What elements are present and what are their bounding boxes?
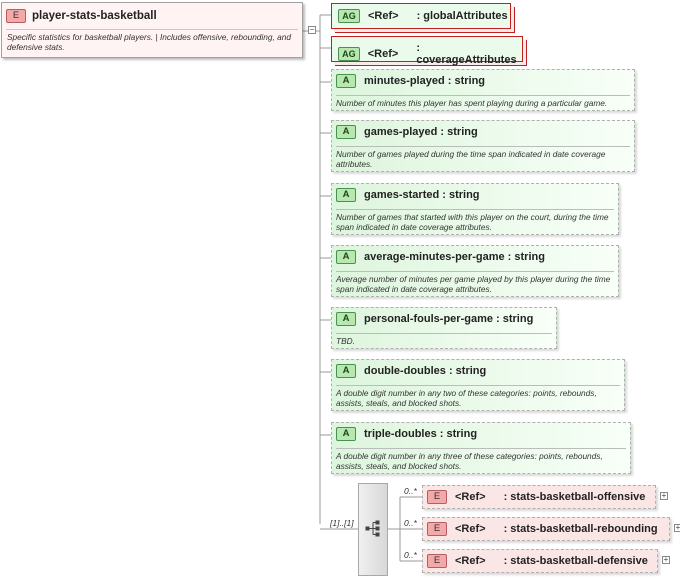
attribute-name: minutes-played : string (364, 75, 486, 87)
attribute-icon: A (336, 312, 356, 326)
attribute-group-name: : globalAttributes (416, 10, 508, 22)
element-stats-basketball-rebounding[interactable]: E <Ref> : stats-basketball-rebounding + (422, 517, 680, 541)
attribute-description: Number of games played during the time s… (336, 149, 606, 169)
root-element-description: Specific statistics for basketball playe… (7, 32, 291, 52)
divider (336, 333, 552, 334)
element-icon: E (6, 9, 26, 23)
attribute-icon: A (336, 364, 356, 378)
element-name: : stats-basketball-offensive (503, 491, 646, 503)
attribute-average-minutes-per-game[interactable]: A average-minutes-per-game : string Aver… (331, 245, 619, 297)
attribute-icon: A (336, 125, 356, 139)
root-element-name: player-stats-basketball (32, 10, 157, 22)
attribute-icon: A (336, 250, 356, 264)
attribute-icon: A (336, 427, 356, 441)
divider (336, 448, 626, 449)
attribute-name: average-minutes-per-game : string (364, 251, 545, 263)
ref-label: <Ref> (455, 491, 486, 503)
expand-toggle-icon[interactable]: + (674, 523, 680, 532)
attribute-name: triple-doubles : string (364, 428, 478, 440)
element-stats-basketball-defensive[interactable]: E <Ref> : stats-basketball-defensive + (422, 549, 670, 573)
attribute-group-coverage-attributes[interactable]: AG <Ref> : coverageAttributes (331, 36, 523, 66)
attribute-personal-fouls-per-game[interactable]: A personal-fouls-per-game : string TBD. (331, 307, 557, 349)
element-multiplicity: 0..* (404, 518, 417, 528)
divider (336, 95, 630, 96)
attribute-name: personal-fouls-per-game : string (364, 313, 534, 325)
divider (336, 209, 614, 210)
attribute-games-played[interactable]: A games-played : string Number of games … (331, 120, 635, 172)
sequence-multiplicity: [1]..[1] (330, 518, 354, 528)
attribute-name: double-doubles : string (364, 365, 487, 377)
divider (336, 146, 630, 147)
element-icon: E (427, 554, 447, 568)
element-stats-basketball-offensive[interactable]: E <Ref> : stats-basketball-offensive + (422, 485, 668, 509)
attribute-description: Number of minutes this player has spent … (336, 98, 608, 108)
attribute-group-name: : coverageAttributes (416, 42, 517, 66)
attribute-icon: A (336, 188, 356, 202)
divider (6, 29, 298, 30)
element-icon: E (427, 490, 447, 504)
attribute-group-global-attributes[interactable]: AG <Ref> : globalAttributes (331, 3, 511, 29)
expand-toggle-icon[interactable]: + (662, 555, 670, 564)
divider (336, 385, 620, 386)
element-icon: E (427, 522, 447, 536)
sequence-compositor[interactable] (358, 483, 388, 576)
element-multiplicity: 0..* (404, 486, 417, 496)
attribute-minutes-played[interactable]: A minutes-played : string Number of minu… (331, 69, 635, 111)
attribute-name: games-started : string (364, 189, 480, 201)
attribute-double-doubles[interactable]: A double-doubles : string A double digit… (331, 359, 625, 411)
ref-label: <Ref> (368, 10, 399, 22)
attribute-triple-doubles[interactable]: A triple-doubles : string A double digit… (331, 422, 631, 474)
attribute-description: Average number of minutes per game playe… (336, 274, 611, 294)
root-element-node[interactable]: E player-stats-basketball Specific stati… (1, 2, 316, 58)
attribute-description: A double digit number in any three of th… (336, 451, 603, 471)
sequence-icon (365, 520, 380, 537)
attribute-group-icon: AG (338, 9, 360, 23)
element-multiplicity: 0..* (404, 550, 417, 560)
ref-label: <Ref> (455, 555, 486, 567)
element-name: : stats-basketball-defensive (503, 555, 648, 567)
attribute-games-started[interactable]: A games-started : string Number of games… (331, 183, 619, 235)
divider (336, 271, 614, 272)
attribute-description: A double digit number in any two of thes… (336, 388, 597, 408)
attribute-group-icon: AG (338, 47, 360, 61)
expand-toggle-icon[interactable]: + (660, 491, 668, 500)
attribute-description: Number of games that started with this p… (336, 212, 609, 232)
element-name: : stats-basketball-rebounding (503, 523, 658, 535)
ref-label: <Ref> (367, 48, 399, 60)
attribute-name: games-played : string (364, 126, 478, 138)
collapse-toggle-icon[interactable]: − (308, 25, 316, 34)
attribute-icon: A (336, 74, 356, 88)
ref-label: <Ref> (455, 523, 486, 535)
attribute-description: TBD. (336, 336, 355, 346)
